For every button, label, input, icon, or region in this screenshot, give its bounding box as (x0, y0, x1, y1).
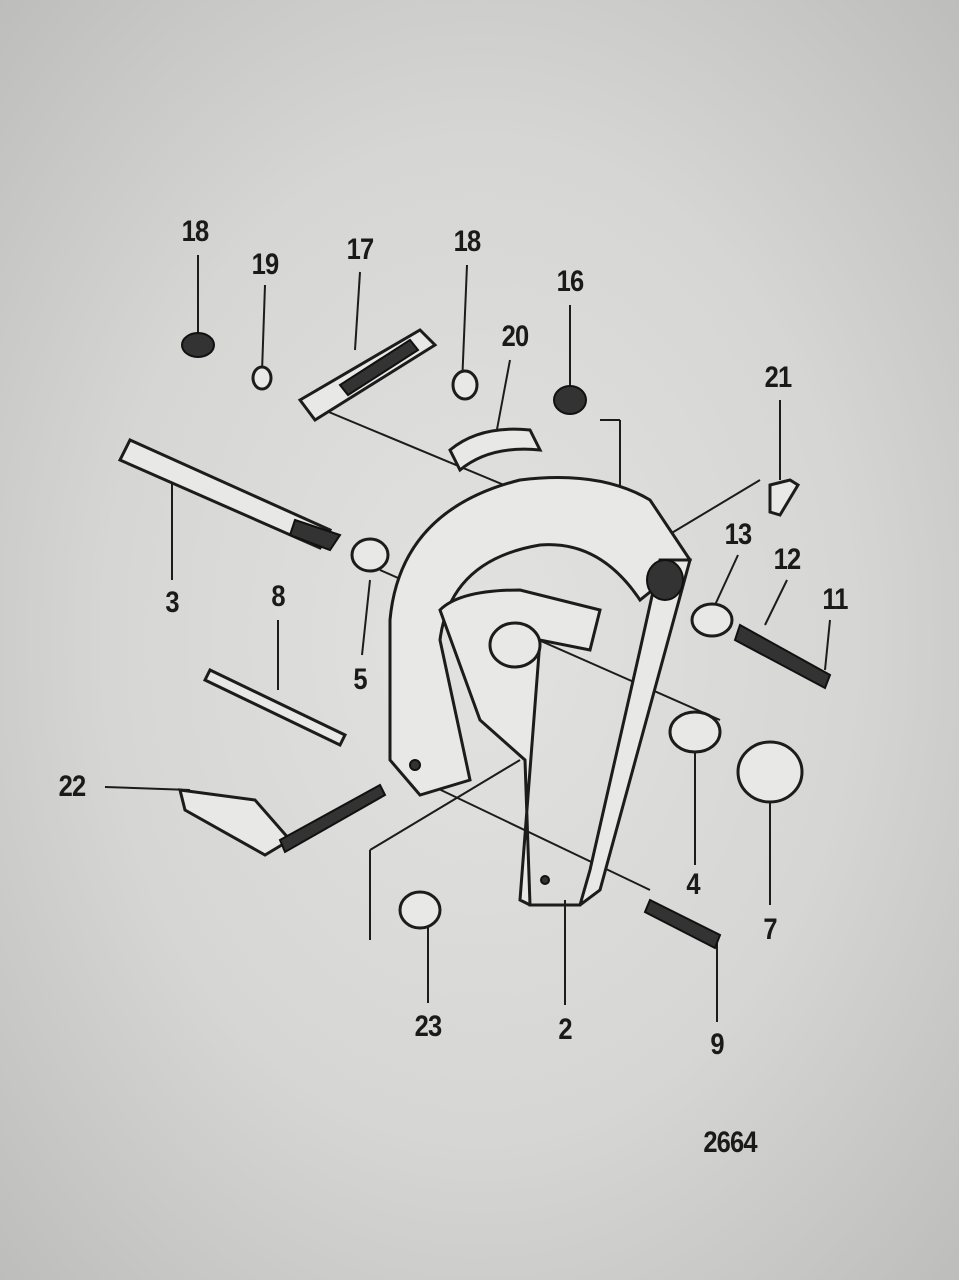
callout-23: 23 (414, 1010, 443, 1043)
callout-3: 3 (165, 586, 179, 619)
callout-8: 8 (271, 580, 285, 613)
callout-12: 12 (773, 543, 802, 576)
callout-13: 13 (724, 518, 753, 551)
callout-18-b: 18 (453, 225, 482, 258)
callout-2: 2 (558, 1013, 572, 1046)
callout-9: 9 (710, 1028, 724, 1061)
callout-17: 17 (346, 233, 375, 266)
callout-16: 16 (556, 265, 585, 298)
callout-19: 19 (251, 248, 280, 281)
callout-5: 5 (353, 663, 367, 696)
callout-18-a: 18 (181, 215, 210, 248)
callout-11: 11 (822, 583, 848, 616)
parts (117, 328, 832, 950)
callout-20: 20 (501, 320, 530, 353)
callout-7: 7 (763, 913, 777, 946)
callout-4: 4 (686, 868, 700, 901)
figure-number: 2664 (703, 1126, 757, 1159)
callout-22: 22 (58, 770, 87, 803)
callout-21: 21 (764, 361, 793, 394)
